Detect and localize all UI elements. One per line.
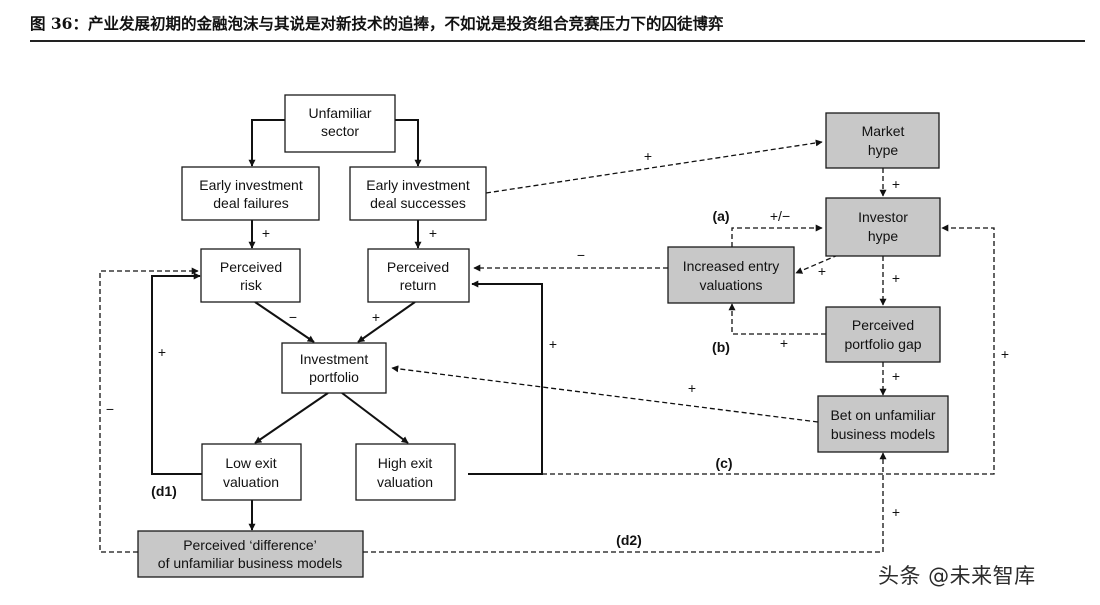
node-text: valuations xyxy=(699,277,762,293)
node-text: Market xyxy=(862,123,905,139)
node-text: deal successes xyxy=(370,195,466,211)
solid-links xyxy=(151,119,543,531)
node-text: of unfamiliar business models xyxy=(158,555,342,571)
node-text: Perceived xyxy=(220,259,282,275)
node-text: hype xyxy=(868,142,899,158)
sign-market-investor: + xyxy=(892,176,900,192)
node-early-failures: Early investment deal failures xyxy=(181,166,320,221)
node-perceived-portfolio-gap: Perceived portfolio gap xyxy=(825,306,941,363)
sign-difference-bet: + xyxy=(892,504,900,520)
node-text: return xyxy=(400,277,437,293)
node-text: High exit xyxy=(378,455,433,471)
node-text: valuation xyxy=(377,474,433,490)
sign-difference-risk: − xyxy=(106,401,114,417)
sign-entry-return: − xyxy=(577,247,585,263)
node-text: portfolio xyxy=(309,369,359,385)
node-investment-portfolio: Investment portfolio xyxy=(281,342,387,394)
sign-risk-portfolio: − xyxy=(289,309,297,325)
node-text: risk xyxy=(240,277,263,293)
node-text: Perceived xyxy=(387,259,449,275)
title-divider xyxy=(30,40,1085,42)
node-text: Bet on unfamiliar xyxy=(830,407,935,423)
node-text: deal failures xyxy=(213,195,289,211)
node-perceived-return: Perceived return xyxy=(367,248,470,303)
node-increased-entry-valuations: Increased entry valuations xyxy=(667,246,795,304)
watermark: 头条 @未来智库 xyxy=(878,564,1036,588)
sign-highexit-investor: + xyxy=(1001,346,1009,362)
node-early-successes: Early investment deal successes xyxy=(349,166,487,221)
node-perceived-risk: Perceived risk xyxy=(200,248,301,303)
sign-successes-market: + xyxy=(644,148,652,164)
node-text: Unfamiliar xyxy=(308,105,371,121)
node-investor-hype: Investor hype xyxy=(825,197,941,257)
node-text: Early investment xyxy=(366,177,470,193)
loop-label-c: (c) xyxy=(715,455,732,471)
node-text: sector xyxy=(321,123,359,139)
node-text: business models xyxy=(831,426,935,442)
loop-label-a: (a) xyxy=(712,208,729,224)
node-text: Increased entry xyxy=(683,258,780,274)
node-text: Investor xyxy=(858,209,908,225)
node-text: Investment xyxy=(300,351,369,367)
sign-highexit-return: + xyxy=(549,336,557,352)
node-market-hype: Market hype xyxy=(825,112,940,169)
node-text: Perceived xyxy=(852,317,914,333)
dashed-links xyxy=(99,139,995,553)
loop-labels: (a) (b) (c) (d1) (d2) xyxy=(151,208,732,548)
node-text: valuation xyxy=(223,474,279,490)
sign-successes-return: + xyxy=(429,225,437,241)
sign-return-portfolio: + xyxy=(372,309,380,325)
node-text: portfolio gap xyxy=(844,336,921,352)
figure-title: 图 36：产业发展初期的金融泡沫与其说是对新技术的追捧，不如说是投资组合竞赛压力… xyxy=(30,14,724,33)
sign-loop-a: +/− xyxy=(770,208,790,224)
sign-bet-portfolio: + xyxy=(688,380,696,396)
sign-gap-bet: + xyxy=(892,368,900,384)
node-text: Perceived ‘difference’ xyxy=(183,537,317,553)
node-low-exit: Low exit valuation xyxy=(201,443,302,501)
node-text: hype xyxy=(868,228,899,244)
node-bet-on-unfamiliar: Bet on unfamiliar business models xyxy=(817,395,949,453)
sign-investor-entry: + xyxy=(818,263,826,279)
sign-lowexit-risk: + xyxy=(158,344,166,360)
sign-investor-gap: + xyxy=(892,270,900,286)
node-perceived-difference: Perceived ‘difference’ of unfamiliar bus… xyxy=(137,530,364,578)
node-high-exit: High exit valuation xyxy=(355,443,456,501)
node-text: Low exit xyxy=(225,455,276,471)
node-unfamiliar-sector: Unfamiliar sector xyxy=(284,94,396,153)
loop-label-d2: (d2) xyxy=(616,532,642,548)
node-text: Early investment xyxy=(199,177,303,193)
loop-label-d1: (d1) xyxy=(151,483,177,499)
loop-label-b: (b) xyxy=(712,339,730,355)
polarity-signs: + + − + + + − + + +/− − + + + + + + + xyxy=(106,148,1009,520)
sign-failures-risk: + xyxy=(262,225,270,241)
sign-gap-entry: + xyxy=(780,335,788,351)
